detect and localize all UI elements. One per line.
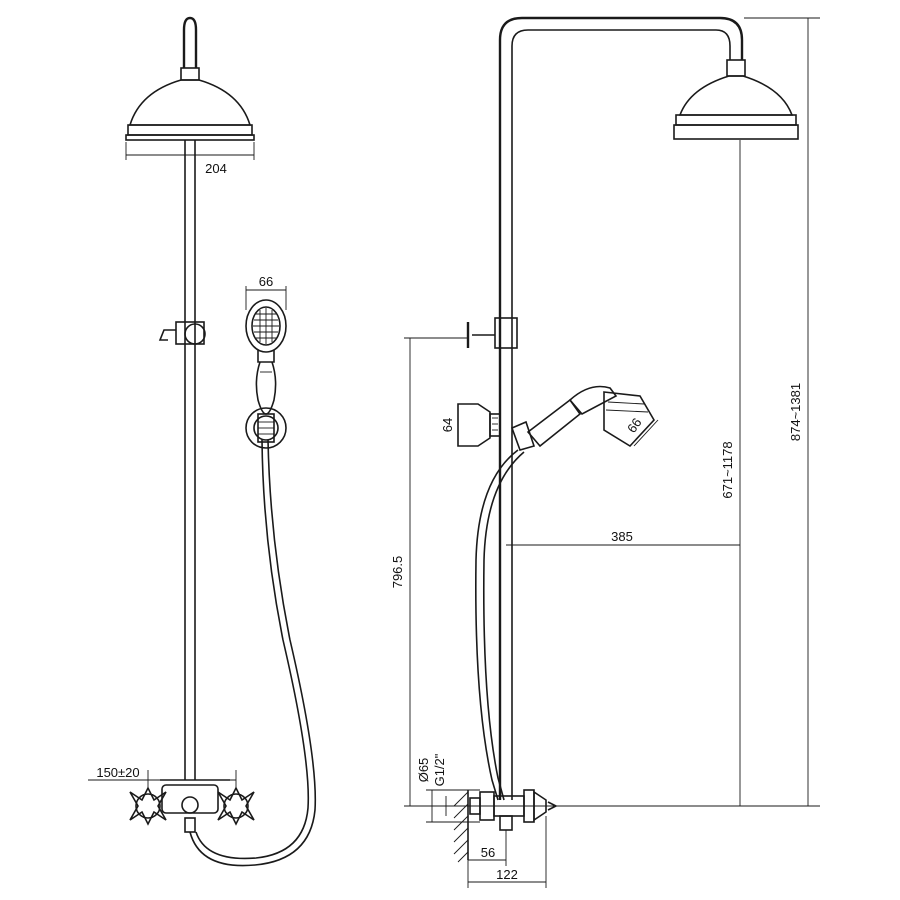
front-mixer-outlet xyxy=(184,817,196,833)
front-hand-shower xyxy=(245,299,287,415)
dim-valve-spacing: 150±20 xyxy=(96,765,139,780)
dim-wall-bracket: 64 xyxy=(440,418,455,432)
dim-overall-height: 874~1381 xyxy=(788,383,803,441)
front-shower-head-rim xyxy=(127,124,253,136)
front-view: 204 150±20 xyxy=(88,16,317,867)
side-wall-bracket xyxy=(457,403,501,447)
side-shower-head-dome xyxy=(678,75,794,116)
side-slider-bracket xyxy=(494,317,518,349)
dim-hand-shower: 66 xyxy=(259,274,273,289)
dim-holder-height: 796.5 xyxy=(390,556,405,589)
front-riser-nut xyxy=(180,67,200,81)
dim-depth: 122 xyxy=(496,867,518,882)
side-wall xyxy=(453,790,469,863)
side-head-nut xyxy=(726,59,746,77)
front-shower-head-face xyxy=(125,134,255,141)
front-hose xyxy=(195,439,310,860)
dim-head-width: 204 xyxy=(205,161,227,176)
dim-side-hand-head: 66 xyxy=(624,415,645,435)
dim-flange-diameter: Ø65 xyxy=(416,758,431,783)
dim-wall-to-pipe: 56 xyxy=(481,845,495,860)
side-hose xyxy=(482,451,525,801)
front-left-cross-handle xyxy=(129,786,167,826)
side-view: 64 66 xyxy=(390,16,820,888)
front-slider-knob xyxy=(158,329,176,341)
front-slider-bracket xyxy=(175,321,205,345)
side-shower-head-face xyxy=(673,124,799,140)
dim-arm-reach: 385 xyxy=(611,529,633,544)
side-mixer xyxy=(469,789,558,831)
side-riser-pipe xyxy=(511,29,731,800)
front-wall-holder xyxy=(245,407,287,449)
front-mixer-body xyxy=(161,784,219,814)
side-hand-shower xyxy=(510,385,655,451)
front-right-cross-handle xyxy=(217,786,255,826)
dim-line-side-hand-head xyxy=(633,419,659,447)
dim-head-height: 671~1178 xyxy=(720,441,735,498)
front-riser-top xyxy=(182,16,198,68)
front-shower-head-dome xyxy=(128,79,252,126)
dim-thread: G1/2" xyxy=(432,753,447,786)
